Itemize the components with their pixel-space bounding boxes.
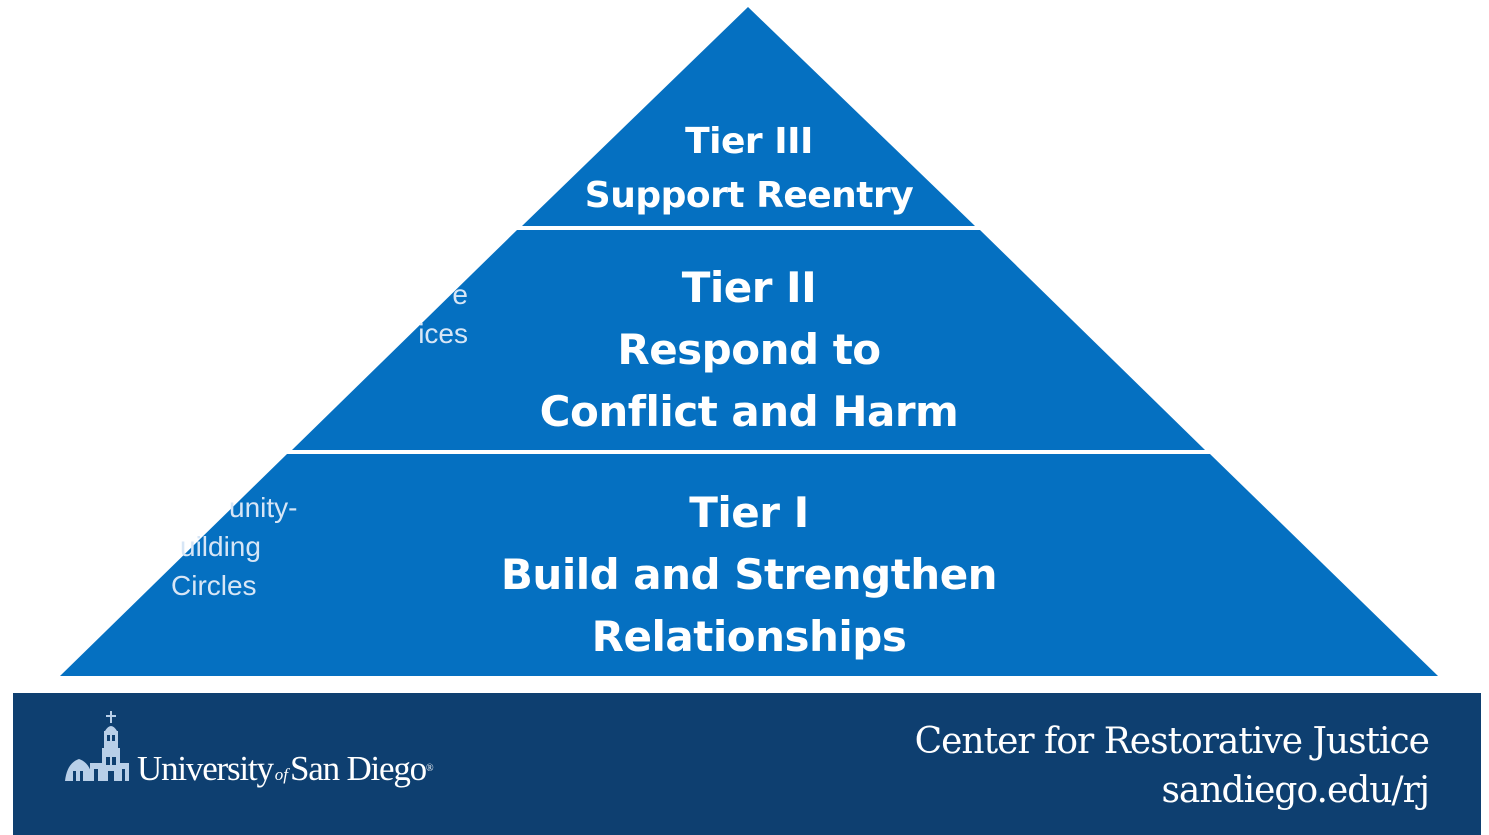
wordmark-of: of [274,765,288,784]
center-url: sandiego.edu/rj [1161,770,1430,811]
pyramid-diagram [60,7,1438,676]
tier-2-description-line-2: Conflict and Harm [539,387,959,436]
tier-2-title: Tier II [681,263,817,312]
pyramid-tier-3-shape [522,7,975,226]
tier-1-description-line-1: Build and Strengthen [500,550,998,599]
obscured-label-upper-line: e [452,279,468,310]
wordmark-city: San Diego [290,749,427,788]
mission-building-icon [65,711,129,781]
center-name: Center for Restorative Justice [914,721,1430,762]
registered-mark: ® [426,763,434,774]
obscured-label-lower-line: uilding [180,531,261,562]
tier-2-description-line-1: Respond to [617,325,881,374]
tier-1-label: Tier I Build and Strengthen Relationship… [449,482,1049,668]
tier-1-description-line-2: Relationships [591,612,907,661]
tier-3-description: Support Reentry [584,175,914,216]
obscured-label-upper: e ices [360,275,468,353]
obscured-label-lower-line: Circles [171,570,257,601]
center-info: Center for Restorative Justice sandiego.… [914,717,1430,815]
obscured-label-lower-line: unity- [229,492,298,523]
tier-1-title: Tier I [689,488,809,537]
obscured-label-upper-line: ices [418,318,468,349]
tier-3-title: Tier III [685,121,813,162]
tier-3-label: Tier III Support Reentry [449,115,1049,223]
pyramid-tier-2-shape [292,230,1205,450]
pyramid-tier-1-shape [60,454,1438,676]
wordmark-university: University [137,749,274,788]
tier-2-label: Tier II Respond to Conflict and Harm [449,257,1049,443]
obscured-label-lower: unity- uilding Circles [155,488,325,605]
